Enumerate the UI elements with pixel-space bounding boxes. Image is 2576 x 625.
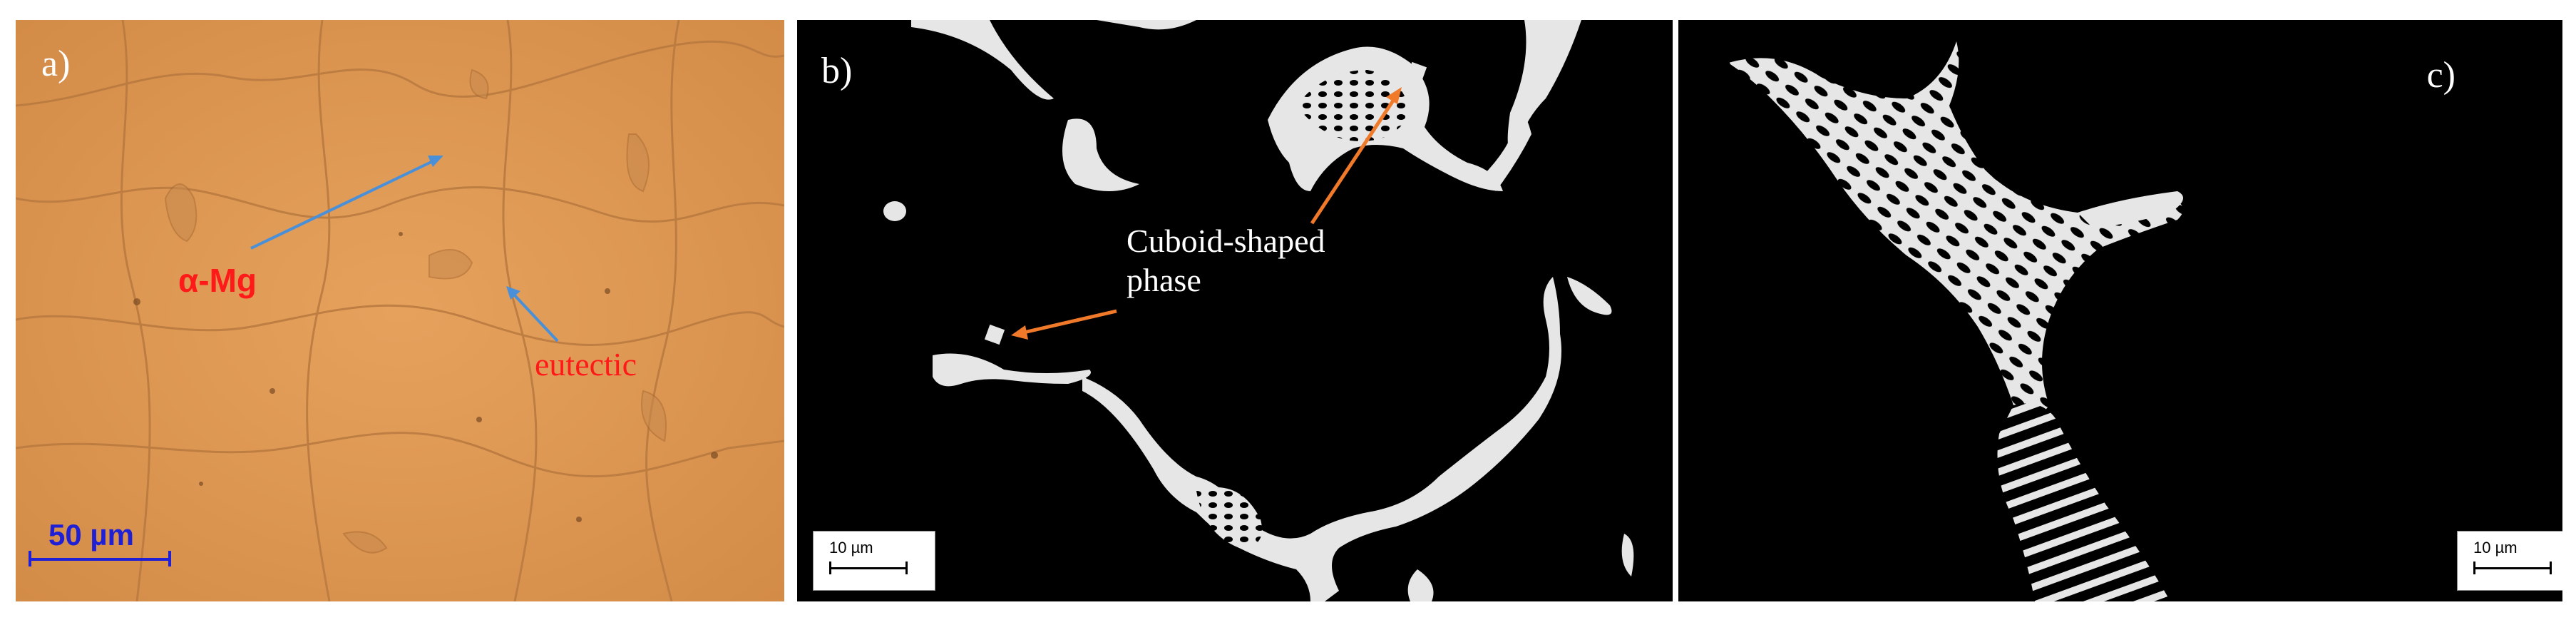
scale-bar-b-tick-right <box>905 562 908 574</box>
scale-bar-b-line <box>829 567 908 569</box>
cuboid-phase-label-line2: phase <box>1127 262 1201 299</box>
scale-bar-c-tick-right <box>2550 562 2552 574</box>
scale-bar-b-tick-left <box>829 562 831 574</box>
scale-bar-c-text: 10 µm <box>2473 539 2518 557</box>
cuboid-arrow-upper <box>1310 87 1402 225</box>
sem-phases-b <box>883 20 1634 601</box>
panel-c-sem-micrograph: c) 10 µm <box>1678 20 2562 601</box>
cuboid-phase-label: Cuboid-shaped phase <box>1127 221 1383 300</box>
sem-eutectic-c <box>1728 41 2183 601</box>
scale-bar-c: 10 µm <box>2457 531 2562 591</box>
scale-bar-a-tick-right <box>168 551 171 566</box>
scale-bar-b: 10 µm <box>813 531 935 591</box>
panel-label-b: b) <box>821 51 853 91</box>
eutectic-arrow <box>506 286 559 342</box>
alpha-mg-label: α-Mg <box>178 262 257 299</box>
scale-bar-a-text: 50 µm <box>48 518 134 552</box>
eutectic-label: eutectic <box>535 346 637 382</box>
grain-structure <box>16 20 784 601</box>
cuboid-phase-label-line1: Cuboid-shaped <box>1127 223 1325 259</box>
scale-bar-a-tick-left <box>29 551 31 566</box>
cuboid-arrow-lower <box>1011 309 1117 340</box>
panel-label-c: c) <box>2426 55 2456 96</box>
scale-bar-c-tick-left <box>2473 562 2475 574</box>
scale-bar-a: 50 µm <box>29 518 182 582</box>
scale-bar-b-text: 10 µm <box>829 539 873 557</box>
scale-bar-a-line <box>29 558 171 561</box>
panel-a-optical-micrograph: a) α-Mg eutectic 50 µm <box>16 20 784 601</box>
panel-label-a: a) <box>41 44 71 84</box>
scale-bar-c-line <box>2473 567 2552 569</box>
alpha-mg-arrow <box>250 156 443 250</box>
panel-b-sem-micrograph: b) Cuboid-shaped phase 10 µm <box>797 20 1673 601</box>
